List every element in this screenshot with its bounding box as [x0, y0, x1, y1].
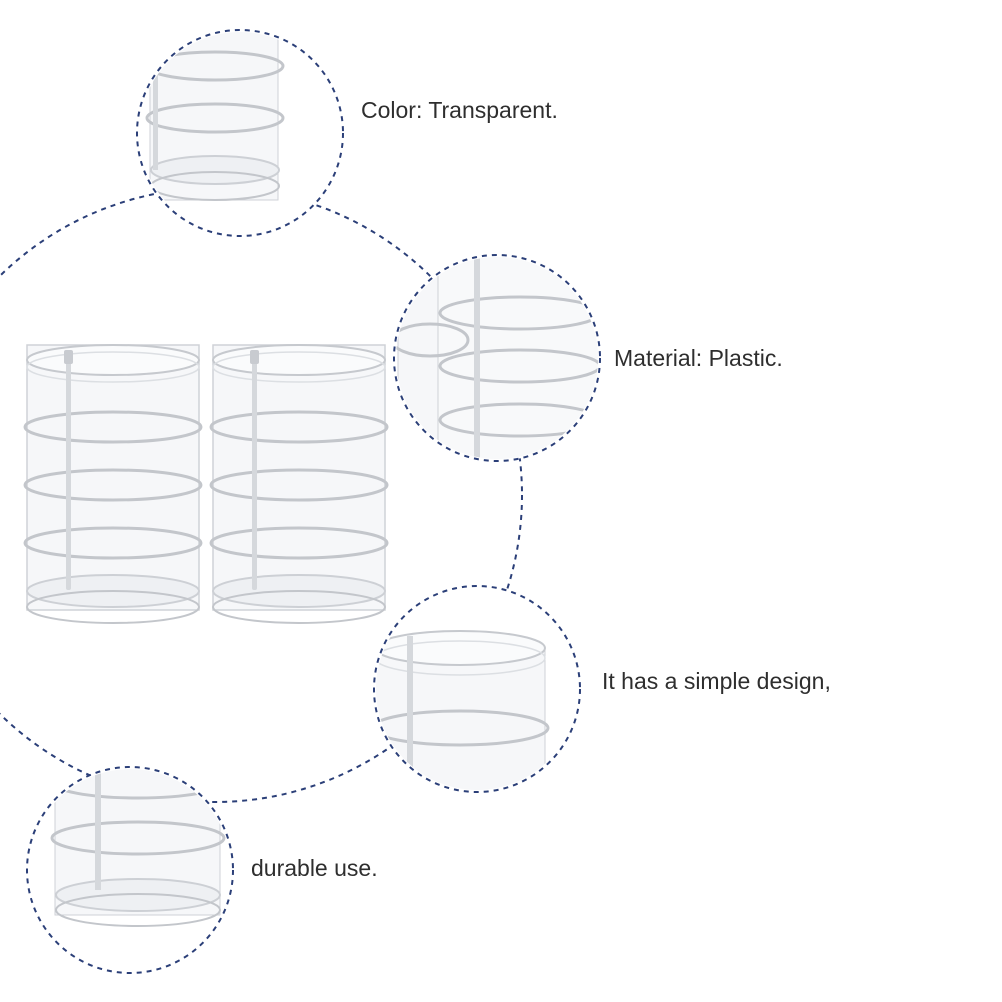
organizer-left: [23, 343, 203, 625]
zoom-circle-color: [136, 29, 344, 237]
zoom-circle-material: [393, 254, 601, 462]
zoom-circle-durable: [26, 766, 234, 974]
caption-material: Material: Plastic.: [614, 345, 783, 371]
caption-design: It has a simple design,: [602, 668, 831, 694]
caption-durable: durable use.: [251, 855, 378, 881]
zoom-circle-design: [373, 585, 581, 793]
caption-color: Color: Transparent.: [361, 97, 558, 123]
main-dashed-circle: [0, 187, 523, 803]
organizer-right: [209, 343, 389, 625]
